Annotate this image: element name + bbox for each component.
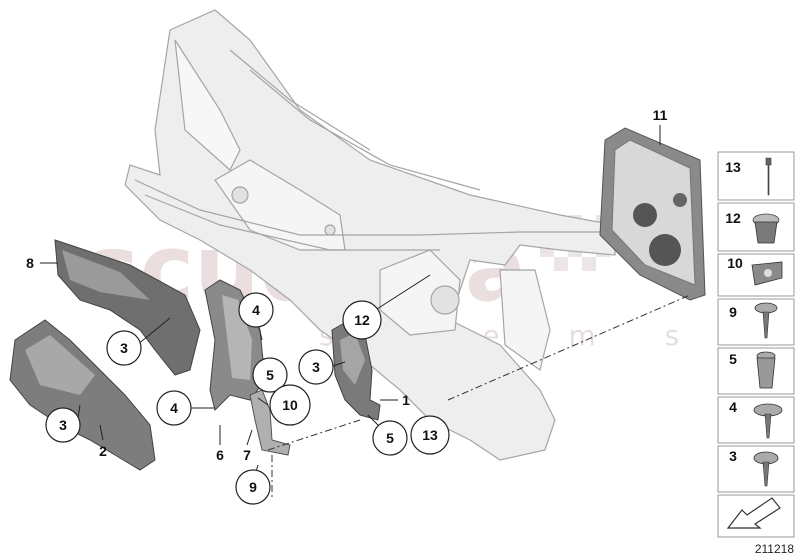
callout-12: 12 bbox=[342, 300, 382, 340]
callout-3b: 3 bbox=[45, 407, 81, 443]
callout-7: 7 bbox=[243, 447, 251, 463]
svg-text:8: 8 bbox=[26, 255, 34, 271]
svg-text:11: 11 bbox=[653, 107, 668, 123]
fastener-sidebar: 13 12 10 9 5 4 bbox=[717, 151, 795, 538]
callout-9: 9 bbox=[235, 469, 271, 505]
svg-text:3: 3 bbox=[729, 448, 737, 464]
svg-text:3: 3 bbox=[59, 417, 67, 433]
part-8-shield bbox=[54, 239, 201, 376]
svg-text:4: 4 bbox=[252, 302, 260, 318]
sidebar-item-10: 10 bbox=[717, 253, 795, 297]
callout-13: 13 bbox=[410, 415, 450, 455]
sidebar-item-13: 13 bbox=[717, 151, 795, 201]
sidebar-item-3: 3 bbox=[717, 445, 795, 493]
sidebar-item-4: 4 bbox=[717, 396, 795, 444]
sidebar-item-9: 9 bbox=[717, 298, 795, 346]
callout-8: 8 bbox=[26, 255, 34, 271]
callout-4b: 4 bbox=[156, 390, 192, 426]
svg-text:7: 7 bbox=[243, 447, 251, 463]
svg-text:5: 5 bbox=[386, 430, 394, 446]
svg-text:2: 2 bbox=[99, 443, 107, 459]
svg-text:3: 3 bbox=[312, 359, 320, 375]
svg-text:10: 10 bbox=[727, 255, 743, 271]
direction-arrow-panel bbox=[717, 494, 795, 538]
callout-4a: 4 bbox=[238, 292, 274, 328]
svg-text:13: 13 bbox=[725, 159, 741, 175]
svg-text:5: 5 bbox=[729, 351, 737, 367]
svg-text:4: 4 bbox=[170, 400, 178, 416]
svg-text:1: 1 bbox=[402, 392, 410, 408]
svg-text:9: 9 bbox=[729, 304, 737, 320]
callout-6: 6 bbox=[216, 447, 224, 463]
callout-10: 10 bbox=[269, 384, 311, 426]
svg-text:13: 13 bbox=[422, 427, 438, 443]
callout-3a: 3 bbox=[106, 330, 142, 366]
sidebar-item-12: 12 bbox=[717, 202, 795, 252]
sidebar-item-5: 5 bbox=[717, 347, 795, 395]
svg-text:10: 10 bbox=[282, 397, 298, 413]
callout-1: 1 bbox=[402, 392, 410, 408]
svg-text:9: 9 bbox=[249, 479, 257, 495]
callout-5a: 5 bbox=[252, 357, 288, 393]
callout-11: 11 bbox=[653, 107, 668, 123]
firewall-structure bbox=[124, 9, 616, 461]
part-11-cover-panel bbox=[599, 127, 706, 301]
part-2-shield bbox=[9, 319, 156, 471]
diagram-id: 211218 bbox=[755, 542, 794, 556]
svg-text:12: 12 bbox=[354, 312, 370, 328]
direction-arrow-icon bbox=[726, 497, 781, 529]
svg-text:5: 5 bbox=[266, 367, 274, 383]
svg-text:3: 3 bbox=[120, 340, 128, 356]
part-7-bracket bbox=[249, 389, 291, 456]
svg-text:6: 6 bbox=[216, 447, 224, 463]
svg-text:4: 4 bbox=[729, 399, 737, 415]
callout-5b: 5 bbox=[372, 420, 408, 456]
leader-lines-dashed bbox=[267, 294, 691, 500]
svg-text:12: 12 bbox=[725, 210, 741, 226]
callout-2: 2 bbox=[99, 443, 107, 459]
callout-3c: 3 bbox=[298, 349, 334, 385]
